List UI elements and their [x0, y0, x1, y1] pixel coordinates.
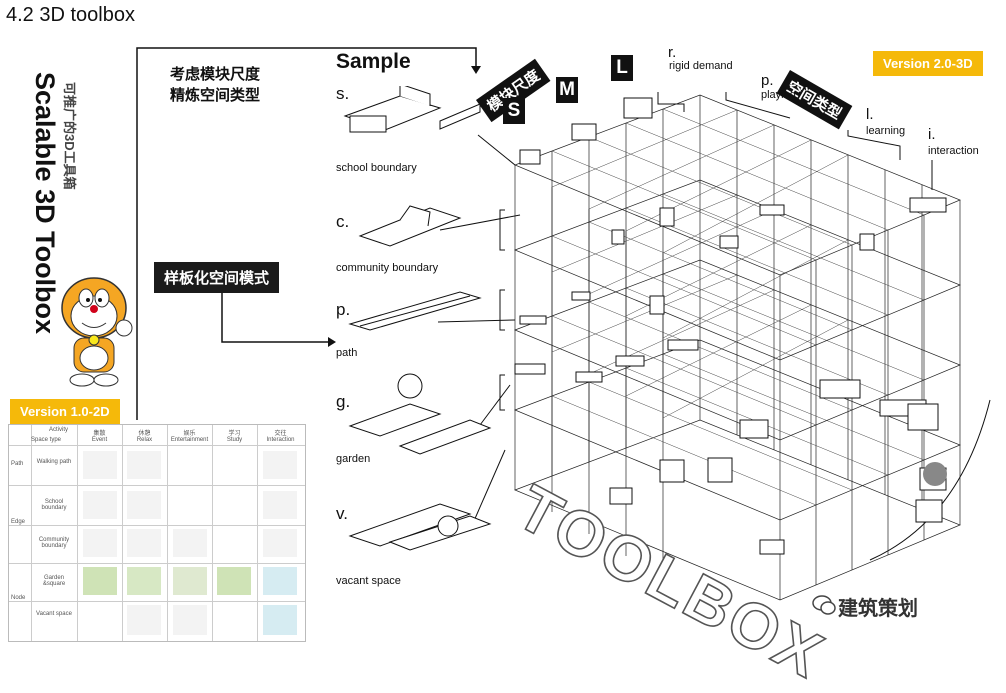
- thumb-sketch: [127, 491, 161, 519]
- thumb-water: [263, 605, 297, 635]
- category-letter-l: l.: [866, 106, 874, 123]
- sample-caption-garden: garden: [336, 453, 371, 465]
- category-letter-r: r.: [668, 44, 677, 61]
- thumb-garden: [173, 567, 207, 595]
- connector-lines: [136, 47, 991, 561]
- category-rigid-demand: rigid demand: [669, 60, 733, 72]
- scale-note: 考虑模块尺度 精炼空间类型: [170, 64, 260, 106]
- category-playing: playing: [761, 89, 796, 101]
- sample-caption-school-boundary: school boundary: [336, 162, 417, 174]
- watermark-text: 建筑策划: [838, 598, 918, 620]
- sample-heading: Sample: [336, 50, 411, 73]
- thumb-sketch: [263, 491, 297, 519]
- category-learning: learning: [866, 125, 906, 137]
- col-en: Event: [91, 437, 108, 443]
- version-3d-badge: Version 2.0-3D: [873, 51, 983, 76]
- scale-size-m: M: [556, 77, 578, 103]
- sample-sketches: [343, 86, 492, 551]
- thumb-garden: [217, 567, 251, 595]
- col-cn: 休憩: [138, 431, 151, 437]
- sample-caption-community-boundary: community boundary: [336, 262, 439, 274]
- table-corner-space-type: Space type: [31, 437, 62, 443]
- col-en: Entertainment: [170, 437, 209, 443]
- scale-note-line1: 考虑模块尺度: [170, 66, 261, 83]
- thumb-sketch: [173, 605, 207, 635]
- col-cn: 学习: [228, 431, 241, 437]
- mascot-illustration: [61, 277, 133, 387]
- thumb-water: [263, 567, 297, 595]
- sample-caption-path: path: [336, 347, 358, 359]
- version-2d-badge: Version 1.0-2D: [10, 399, 120, 424]
- table-corner-activity: Activity: [49, 427, 69, 433]
- sample-letter-s: s.: [336, 84, 350, 103]
- category-letter-p: p.: [761, 72, 774, 89]
- table-row-community-boundary: Community boundary: [38, 537, 70, 549]
- col-cn: 娱乐: [183, 431, 196, 437]
- category-letter-i: i.: [928, 126, 936, 143]
- sample-letter-p: p.: [336, 300, 351, 319]
- wechat-icon: [812, 595, 836, 615]
- table-group-edge: Edge: [11, 519, 26, 525]
- scale-size-l: L: [611, 55, 633, 81]
- col-en: Study: [226, 437, 243, 443]
- thumb-garden: [127, 567, 161, 595]
- thumb-sketch: [127, 451, 161, 479]
- col-en: Interaction: [266, 437, 295, 443]
- sample-letter-c: c.: [336, 212, 350, 231]
- table-row-walking-path: Walking path: [36, 459, 72, 465]
- slide-title: 4.2 3D toolbox: [6, 4, 135, 26]
- thumb-sketch: [83, 529, 117, 557]
- sample-letter-v: v.: [336, 504, 348, 523]
- scale-note-line2: 精炼空间类型: [170, 87, 261, 104]
- toolbox-3d-grid: [514, 94, 961, 601]
- template-mode-label: 样板化空间模式: [154, 262, 280, 293]
- category-interaction: interaction: [928, 145, 979, 157]
- col-cn: 集散: [93, 431, 106, 437]
- thumb-sketch: [263, 529, 297, 557]
- table-group-node: Node: [11, 595, 26, 601]
- thumb-garden: [83, 567, 117, 595]
- table-group-path: Path: [11, 461, 24, 467]
- sample-caption-vacant-space: vacant space: [336, 575, 401, 587]
- col-en: Relax: [136, 437, 153, 443]
- thumb-sketch: [127, 529, 161, 557]
- thumb-sketch: [263, 451, 297, 479]
- thumb-sketch: [127, 605, 161, 635]
- col-cn: 交往: [274, 431, 287, 437]
- table-row-garden-square: Garden &square: [42, 575, 66, 587]
- table-row-vacant-space: Vacant space: [36, 611, 72, 617]
- scale-size-s: S: [503, 98, 525, 124]
- thumb-sketch: [83, 451, 117, 479]
- thumb-sketch: [173, 529, 207, 557]
- thumb-sketch: [83, 491, 117, 519]
- table-row-school-boundary: School boundary: [41, 499, 67, 511]
- sample-letter-g: g.: [336, 392, 351, 411]
